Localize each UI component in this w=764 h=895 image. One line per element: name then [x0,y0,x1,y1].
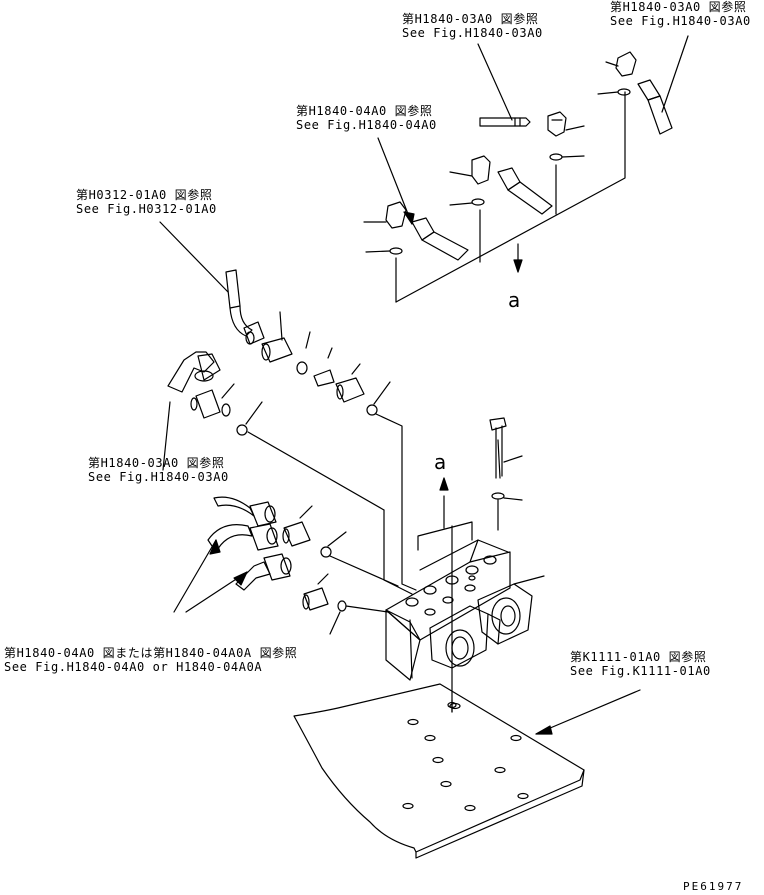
ref-k1111-01a0: 第K1111-01A0 図参照 See Fig.K1111-01A0 [570,650,711,678]
ref-jp: 第H1840-03A0 図参照 [610,0,747,14]
ref-en: See Fig.H1840-04A0 [296,118,437,132]
ref-h1840-03a0-top: 第H1840-03A0 図参照 See Fig.H1840-03A0 [402,12,543,40]
ref-h1840-04a0-or-04a0a: 第H1840-04A0 図または第H1840-04A0A 図参照 See Fig… [4,646,297,674]
ref-jp: 第H1840-03A0 図参照 [88,456,225,470]
ref-jp: 第H1840-04A0 図参照 [296,104,433,118]
upper-fittings-group [364,52,672,302]
marker-a-upper: a [508,288,521,312]
ref-h1840-04a0: 第H1840-04A0 図参照 See Fig.H1840-04A0 [296,104,437,132]
ref-h1840-03a0-right: 第H1840-03A0 図参照 See Fig.H1840-03A0 [610,0,751,28]
ref-jp: 第H1840-04A0 図または第H1840-04A0A 図参照 [4,646,298,660]
marker-a-lower: a [434,450,447,474]
ref-en: See Fig.H0312-01A0 [76,202,217,216]
ref-en: See Fig.H1840-03A0 [610,14,751,28]
ref-jp: 第K1111-01A0 図参照 [570,650,707,664]
mounting-plate [294,684,584,858]
valve-block [386,418,544,712]
ref-jp: 第H0312-01A0 図参照 [76,188,213,202]
ref-en: See Fig.H1840-03A0 [88,470,229,484]
leader-lines [160,36,688,734]
ref-en: See Fig.H1840-03A0 [402,26,543,40]
ref-h0312-01a0: 第H0312-01A0 図参照 See Fig.H0312-01A0 [76,188,217,216]
left-hose-group [168,270,416,594]
middle-left-hose-group [208,497,398,634]
ref-h1840-03a0-mid: 第H1840-03A0 図参照 See Fig.H1840-03A0 [88,456,229,484]
drawing-code: PE61977 [683,880,744,893]
ref-en: See Fig.H1840-04A0 or H1840-04A0A [4,660,263,674]
ref-jp: 第H1840-03A0 図参照 [402,12,539,26]
ref-en: See Fig.K1111-01A0 [570,664,711,678]
